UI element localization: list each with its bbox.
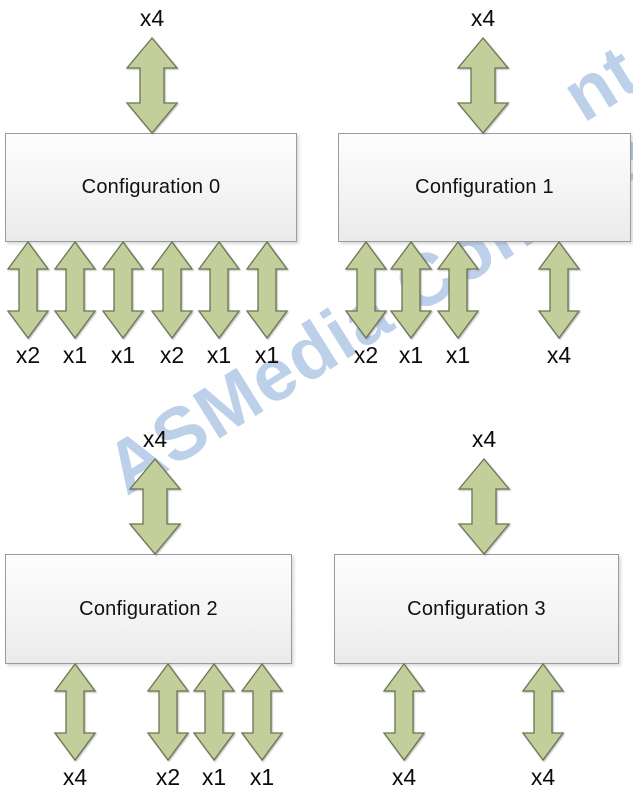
downlink-arrow-icon xyxy=(382,662,426,762)
downlink-arrow-icon xyxy=(146,662,190,762)
downlink-lane-label: x1 xyxy=(249,764,275,790)
downlink-arrow-icon xyxy=(521,662,565,762)
config-box-2: Configuration 2 xyxy=(5,554,292,664)
config-box-3: Configuration 3 xyxy=(334,554,619,664)
config-box-label: Configuration 2 xyxy=(79,597,218,620)
downlink-lane-label: x1 xyxy=(254,342,280,368)
downlink-arrow-icon xyxy=(6,240,50,340)
downlink-arrow-icon xyxy=(197,240,241,340)
uplink-lane-label: x4 xyxy=(142,426,168,452)
downlink-lane-label: x1 xyxy=(206,342,232,368)
uplink-lane-label: x4 xyxy=(470,5,496,31)
downlink-lane-label: x2 xyxy=(155,764,181,790)
downlink-lane-label: x4 xyxy=(546,342,572,368)
config-box-label: Configuration 1 xyxy=(415,176,554,198)
downlink-lane-label: x1 xyxy=(398,342,424,368)
downlink-lane-label: x2 xyxy=(353,342,379,368)
uplink-arrow-icon xyxy=(456,36,510,135)
downlink-lane-label: x4 xyxy=(530,764,556,790)
downlink-arrow-icon xyxy=(192,662,236,762)
uplink-lane-label: x4 xyxy=(471,426,497,452)
config-box-label: Configuration 0 xyxy=(81,176,221,198)
config-box-0: Configuration 0 xyxy=(5,133,297,242)
uplink-lane-label: x4 xyxy=(139,5,165,31)
uplink-arrow-icon xyxy=(457,457,511,556)
config-box-label: Configuration 3 xyxy=(407,597,546,620)
downlink-arrow-icon xyxy=(53,662,97,762)
downlink-arrow-icon xyxy=(101,240,145,340)
downlink-lane-label: x1 xyxy=(110,342,136,368)
downlink-lane-label: x2 xyxy=(15,342,41,368)
downlink-lane-label: x1 xyxy=(201,764,227,790)
downlink-arrow-icon xyxy=(537,240,581,340)
config-box-1: Configuration 1 xyxy=(338,133,631,242)
uplink-arrow-icon xyxy=(125,36,179,135)
downlink-lane-label: x4 xyxy=(391,764,417,790)
downlink-lane-label: x2 xyxy=(159,342,185,368)
downlink-lane-label: x1 xyxy=(62,342,88,368)
downlink-lane-label: x1 xyxy=(445,342,471,368)
watermark-text: ASMedia Confidential xyxy=(90,26,633,511)
downlink-arrow-icon xyxy=(240,662,284,762)
downlink-arrow-icon xyxy=(150,240,194,340)
downlink-lane-label: x4 xyxy=(62,764,88,790)
downlink-arrow-icon xyxy=(53,240,97,340)
watermark-corner-fragment: nt xyxy=(547,28,633,138)
